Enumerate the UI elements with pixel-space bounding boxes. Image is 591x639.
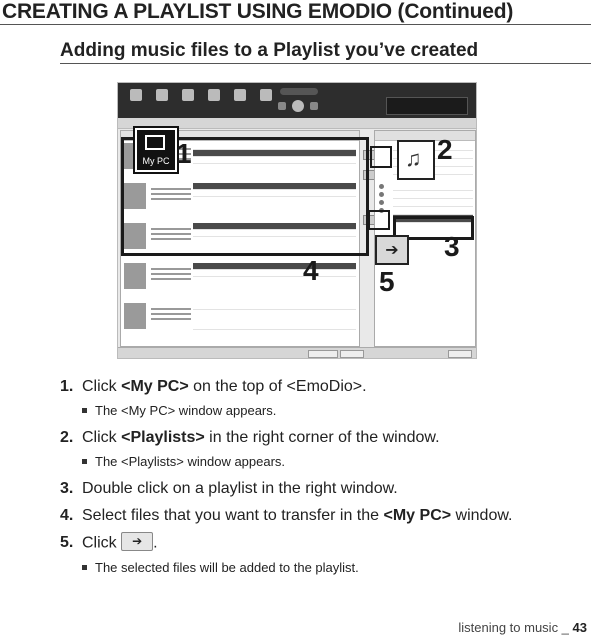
track-row xyxy=(193,303,356,310)
bullet-icon xyxy=(82,565,87,570)
app-toolbar xyxy=(118,83,476,118)
step-5-note: The selected files will be added to the … xyxy=(82,560,359,575)
step-text: Select files that you want to transfer i… xyxy=(82,507,384,524)
callout-number: 3 xyxy=(444,231,460,262)
track-row xyxy=(193,230,356,237)
page-footer: listening to music _ 43 xyxy=(458,620,587,635)
album-info xyxy=(151,305,191,325)
step-emphasis: <Playlists> xyxy=(121,429,205,446)
track-row xyxy=(193,270,356,277)
track-row xyxy=(193,157,356,164)
step-number: 1. xyxy=(60,378,74,395)
note-text: The <Playlists> window appears. xyxy=(95,454,286,469)
callout-number: 2 xyxy=(437,134,453,165)
footer-text: listening to music _ xyxy=(458,620,573,635)
album-art xyxy=(124,263,146,289)
step-text: Double click on a playlist in the right … xyxy=(82,480,398,497)
toolbar-button xyxy=(204,87,224,115)
step-2-note: The <Playlists> window appears. xyxy=(82,454,285,469)
track-row xyxy=(193,263,356,270)
toolbar-button xyxy=(178,87,198,115)
playlist-icon xyxy=(379,184,384,189)
section-title: Adding music files to a Playlist you’ve … xyxy=(60,40,479,61)
step-emphasis: <My PC> xyxy=(383,507,452,524)
column-header xyxy=(121,131,359,141)
album-art xyxy=(124,223,146,249)
section-divider xyxy=(60,63,591,64)
playlist-row-selected xyxy=(393,215,473,223)
toolbar-button xyxy=(126,87,146,115)
track-row xyxy=(193,183,356,190)
status-button xyxy=(340,350,364,358)
status-button xyxy=(308,350,338,358)
my-pc-pane xyxy=(120,130,360,347)
selected-files-highlight xyxy=(121,137,369,256)
status-bar xyxy=(118,347,476,358)
track-row xyxy=(193,223,356,230)
toolbar-button xyxy=(230,87,250,115)
playlist-row xyxy=(393,199,473,207)
emodio-screenshot xyxy=(117,82,477,359)
callout-number: 5 xyxy=(379,266,395,297)
prev-icon xyxy=(278,102,286,110)
my-pc-callout: My PC xyxy=(133,126,179,174)
playlists-callout: ♫ xyxy=(397,140,435,180)
step-text: window. xyxy=(451,507,513,524)
playlist-icon xyxy=(379,200,384,205)
status-button xyxy=(448,350,472,358)
play-icon xyxy=(292,100,304,112)
add-callout: ➔ xyxy=(375,235,409,265)
my-pc-callout-label: My PC xyxy=(142,156,170,166)
album-art xyxy=(124,303,146,329)
track-row xyxy=(193,190,356,197)
track-row xyxy=(193,323,356,330)
note-text: The selected files will be added to the … xyxy=(95,560,359,575)
playlist-row xyxy=(393,183,473,191)
playlist-highlight xyxy=(393,216,474,240)
view-bar xyxy=(118,118,476,129)
my-pc-icon xyxy=(145,135,165,150)
callout-number: 1 xyxy=(176,138,192,169)
step-number: 2. xyxy=(60,429,74,446)
step-number: 4. xyxy=(60,507,74,524)
playlist-row xyxy=(393,191,473,199)
album-info xyxy=(151,225,191,245)
playlists-button-highlight xyxy=(370,146,392,168)
note-text: The <My PC> window appears. xyxy=(95,403,277,418)
add-button-highlight xyxy=(368,210,390,230)
step-1-note: The <My PC> window appears. xyxy=(82,403,276,418)
playlist-row xyxy=(393,207,473,215)
add-arrow-icon: ➔ xyxy=(385,242,399,259)
step-number: 3. xyxy=(60,480,74,497)
toolbar-button xyxy=(256,87,276,115)
step-text: Click xyxy=(82,534,122,552)
header-divider xyxy=(0,24,591,25)
step-text: . xyxy=(153,534,158,552)
next-icon xyxy=(310,102,318,110)
page-number: 43 xyxy=(572,620,587,635)
app-logo xyxy=(280,88,318,95)
album-art xyxy=(124,183,146,209)
toolbar-button xyxy=(152,87,172,115)
bullet-icon xyxy=(82,408,87,413)
album-info xyxy=(151,265,191,285)
bullet-icon xyxy=(82,459,87,464)
playlist-icon xyxy=(379,192,384,197)
step-emphasis: <My PC> xyxy=(121,378,189,395)
step-number: 5. xyxy=(60,534,74,551)
add-to-playlist-button-image: ➔ xyxy=(121,532,154,551)
player-display xyxy=(386,97,468,115)
track-row xyxy=(193,143,356,150)
step-text: on the top of <EmoDio>. xyxy=(188,378,367,395)
callout-number: 4 xyxy=(303,255,319,286)
page-title: CREATING A PLAYLIST USING EMODIO (Contin… xyxy=(2,0,514,23)
page-header: CREATING A PLAYLIST USING EMODIO (Contin… xyxy=(0,0,591,26)
playlist-icon: ♫ xyxy=(405,146,422,171)
add-arrow-icon: ➔ xyxy=(132,534,143,548)
track-row xyxy=(193,150,356,157)
step-text: Click xyxy=(82,429,122,446)
step-text: in the right corner of the window. xyxy=(204,429,440,446)
album-info xyxy=(151,185,191,205)
step-text: Click xyxy=(82,378,122,395)
